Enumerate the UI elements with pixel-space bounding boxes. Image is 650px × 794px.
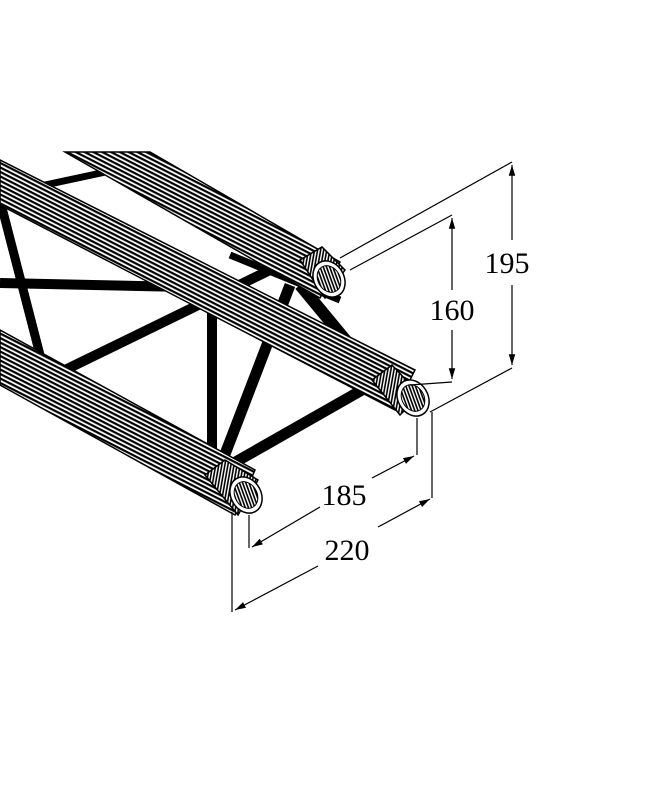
brace-horizontal-left: [0, 278, 186, 292]
left-chord: [0, 329, 263, 517]
dimension-220: 220: [231, 412, 433, 612]
top-chord: [62, 151, 346, 300]
dimension-label-160: 160: [430, 294, 475, 327]
braces: [0, 166, 377, 473]
dimension-label-195: 195: [485, 247, 530, 280]
brace-bottom-horizontal: [222, 385, 365, 473]
brace-left-diagonal: [0, 198, 45, 357]
dimension-label-185: 185: [322, 479, 367, 512]
truss: [0, 151, 430, 517]
right-chord: [0, 159, 430, 417]
dimension-160: 160: [349, 214, 475, 386]
dimension-label-220: 220: [325, 534, 370, 567]
dimension-185: 185: [248, 418, 418, 548]
dimension-195: 195: [339, 161, 530, 413]
